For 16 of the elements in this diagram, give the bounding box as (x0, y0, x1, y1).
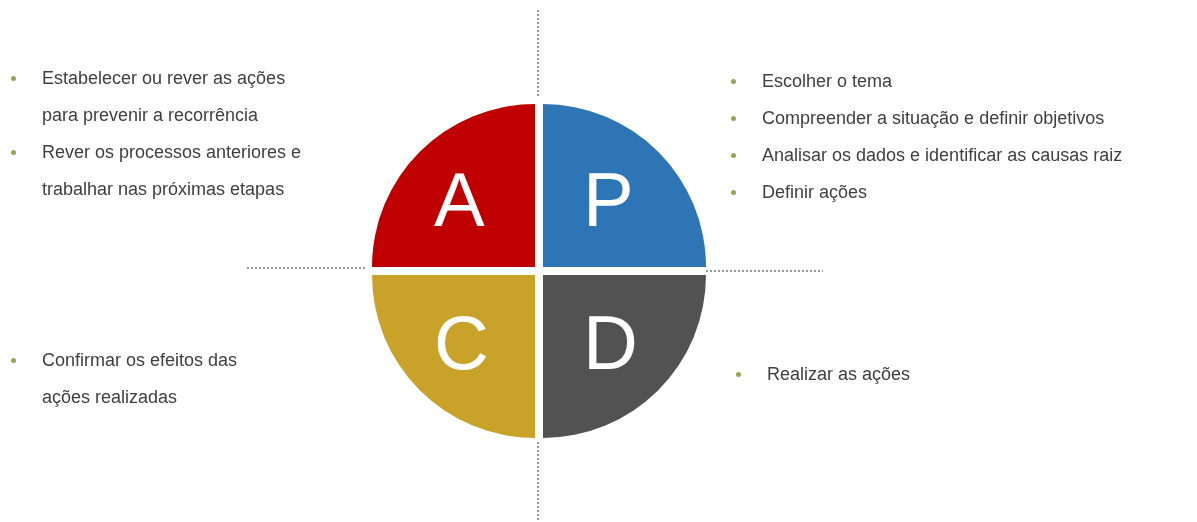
bullet-text: Definir ações (762, 181, 869, 204)
quadrant-letter: D (583, 305, 638, 381)
bullet-text: Analisar os dados e identificar as causas raiz (762, 144, 1124, 167)
quadrant-letter: A (434, 162, 485, 238)
quadrant-letter: C (434, 305, 489, 381)
bullet-text: Rever os processos anteriores e trabalhar nas próximas etapas (42, 141, 303, 201)
quadrant-segment (372, 275, 535, 438)
quadrant-segment (372, 104, 535, 267)
quadrant-letter: P (583, 162, 634, 238)
quadrant-segment (543, 104, 706, 267)
bullet-text: Compreender a situação e definir objetivos (762, 107, 1106, 130)
bullet-text: Confirmar os efeitos das ações realizadas (42, 349, 239, 409)
bullet-text: Escolher o tema (762, 70, 894, 93)
bullet-text: Realizar as ações (767, 363, 912, 386)
bullet-text: Estabelecer ou rever as ações para prevenir a recorrência (42, 67, 287, 127)
quadrant-segment (543, 275, 706, 438)
